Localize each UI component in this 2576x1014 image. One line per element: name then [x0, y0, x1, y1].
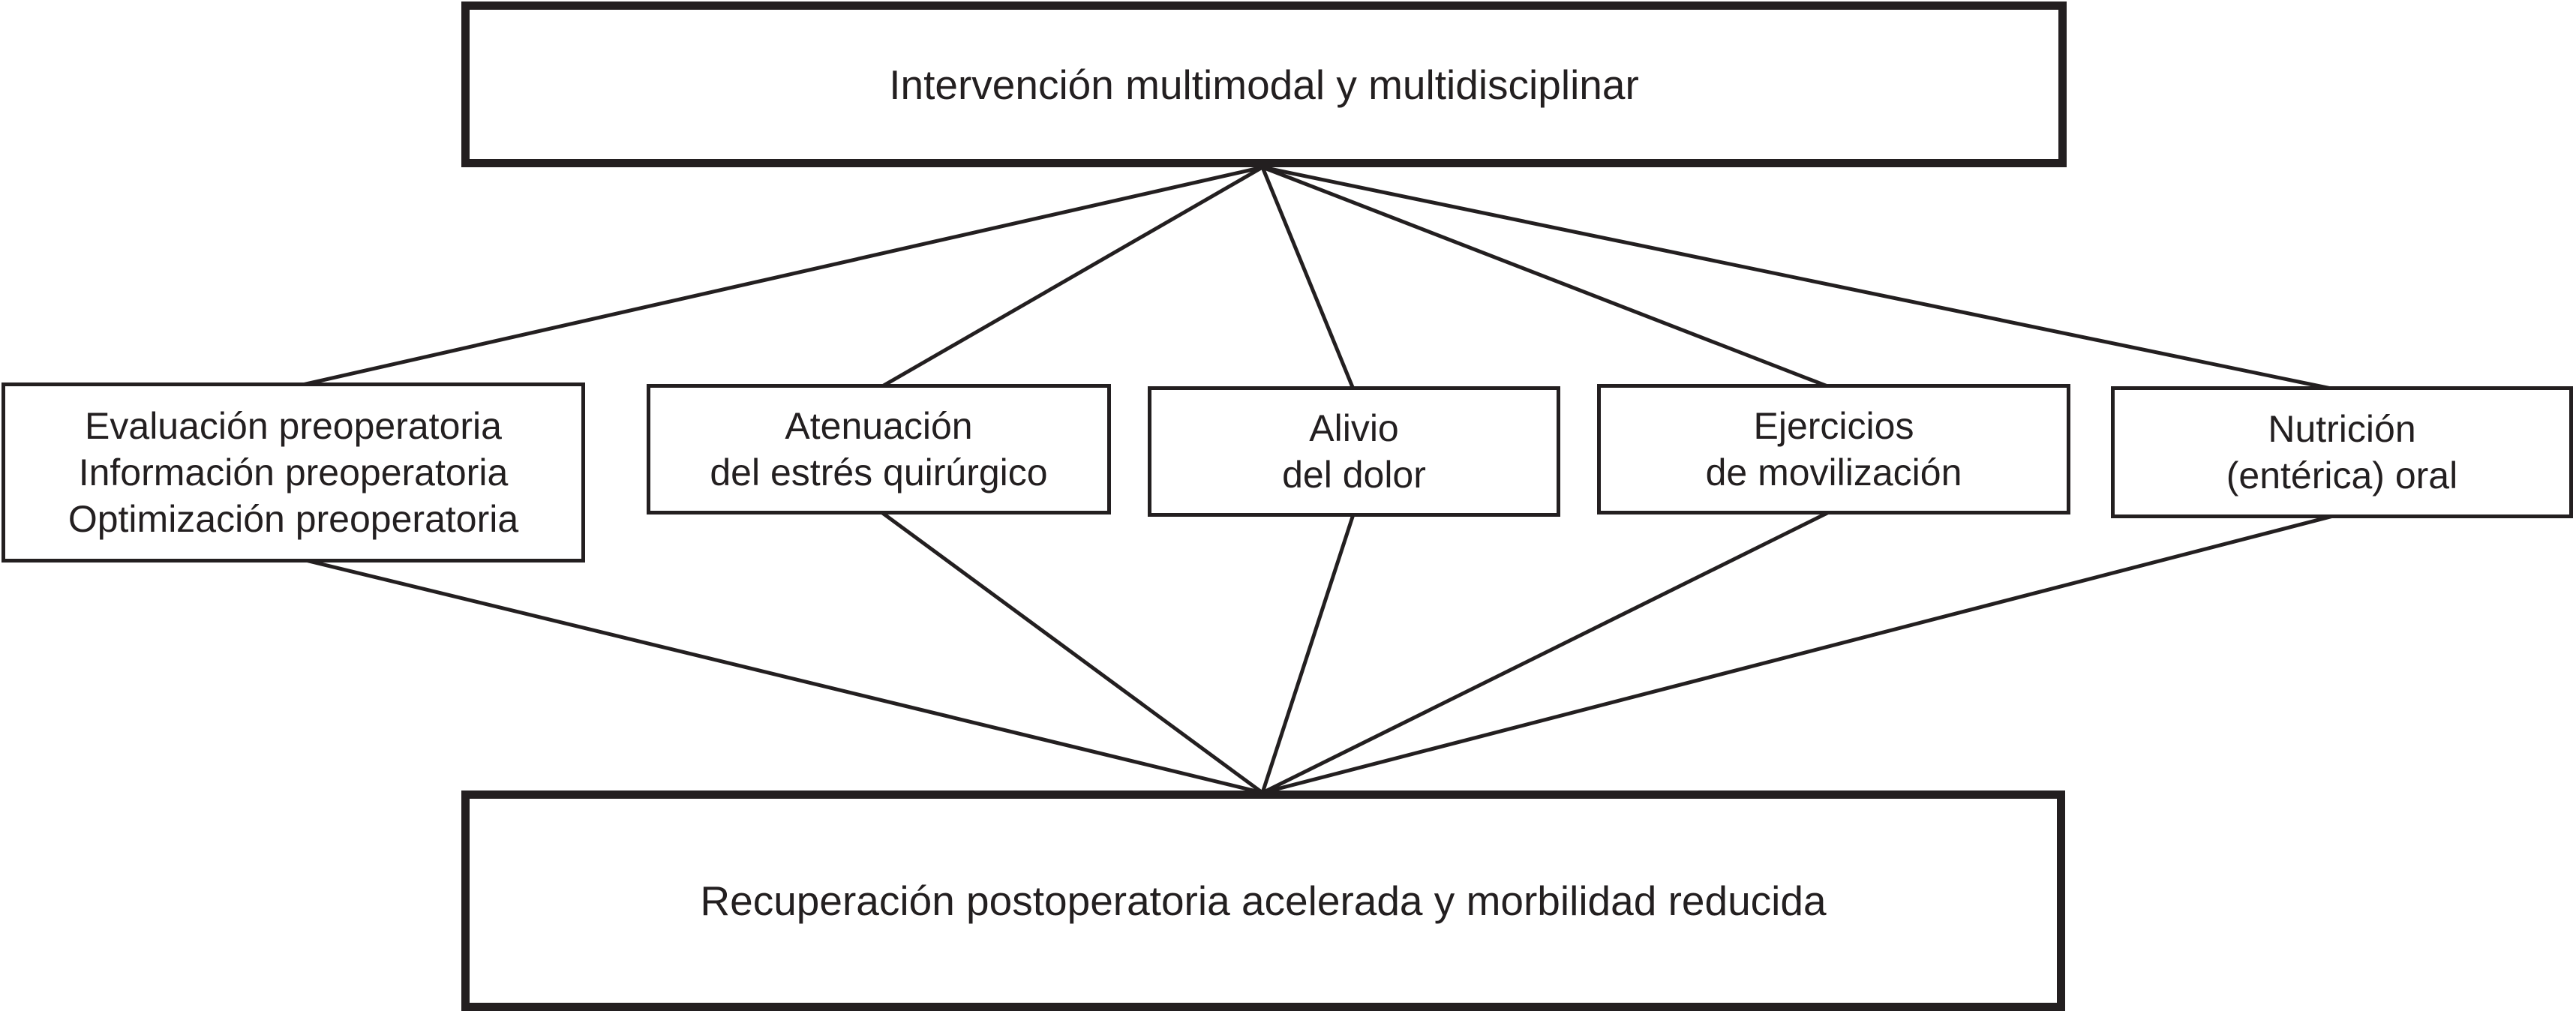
recovery-outcome-box: Recuperación postoperatoria acelerada y … [461, 790, 2065, 1011]
connector-top-to-box1 [292, 165, 1263, 389]
preoperative-box-line-1: Evaluación preoperatoria [85, 405, 502, 447]
mobilization-exercises-box-line-1: Ejercicios [1753, 405, 1914, 447]
connector-top-to-box3 [1260, 166, 1356, 392]
pain-relief-box-line-1: Alivio [1309, 407, 1399, 449]
stress-attenuation-box-line-2: del estrés quirúrgico [710, 452, 1048, 494]
connector-box1-to-bottom [296, 556, 1263, 795]
pain-relief-box-line-2: del dolor [1282, 454, 1426, 496]
preoperative-box-line-2: Información preoperatoria [78, 452, 509, 494]
nutrition-box-line-1: Nutrición [2268, 408, 2416, 450]
stress-attenuation-box: Atenuación del estrés quirúrgico [647, 384, 1111, 514]
connector-box3-to-bottom [1260, 512, 1356, 794]
connector-box4-to-bottom [1261, 508, 1835, 795]
preoperative-box-line-3: Optimización preoperatoria [68, 498, 519, 540]
preoperative-box: Evaluación preoperatoria Información pre… [2, 382, 585, 562]
connector-top-to-box2 [877, 165, 1264, 391]
connector-box5-to-bottom [1262, 512, 2343, 795]
connector-top-to-box4 [1262, 165, 1834, 391]
connector-top-to-box5 [1262, 165, 2343, 393]
recovery-outcome-box-label: Recuperación postoperatoria acelerada y … [700, 878, 1827, 924]
intervention-box-label: Intervención multimodal y multidisciplin… [889, 61, 1639, 108]
stress-attenuation-box-line-1: Atenuación [785, 405, 973, 447]
pain-relief-box: Alivio del dolor [1148, 386, 1560, 517]
nutrition-box-line-2: (entérica) oral [2226, 454, 2458, 496]
mobilization-exercises-box: Ejercicios de movilización [1597, 384, 2070, 514]
mobilization-exercises-box-line-2: de movilización [1705, 452, 1962, 494]
nutrition-box: Nutrición (entérica) oral [2111, 386, 2573, 518]
intervention-box: Intervención multimodal y multidisciplin… [461, 2, 2067, 167]
connector-box2-to-bottom [877, 508, 1264, 795]
